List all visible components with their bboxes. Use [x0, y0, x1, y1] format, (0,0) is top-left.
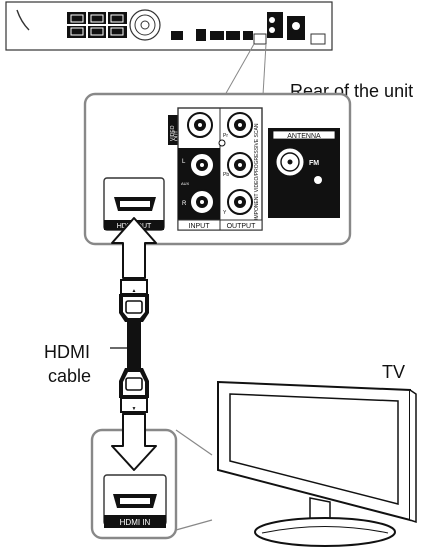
svg-text:▼: ▼: [132, 406, 137, 412]
svg-text:R: R: [182, 201, 187, 207]
insert-arrow: [111, 413, 157, 471]
svg-text:Pr: Pr: [223, 133, 228, 139]
svg-text:HDMI IN: HDMI IN: [120, 518, 151, 527]
aux-l-jack: [189, 152, 215, 178]
tv-illustration: [175, 380, 417, 547]
port-icon: [171, 31, 183, 40]
svg-text:▲: ▲: [132, 288, 137, 294]
port-cluster: [267, 12, 283, 38]
component-pr-jack: [227, 112, 253, 138]
port-icon: [210, 31, 224, 40]
port-icon: [226, 31, 240, 40]
hdmi-in-port: HDMI IN: [103, 474, 167, 528]
svg-text:L: L: [182, 159, 186, 165]
svg-text:AUX: AUX: [181, 181, 190, 186]
hdmi-cable-label-line1: HDMI: [44, 342, 90, 362]
speaker-terminals: [67, 12, 127, 38]
hdmi-cable-label-line2: cable: [48, 366, 91, 386]
svg-text:VIDEO: VIDEO: [170, 125, 176, 141]
port-icon: [196, 29, 206, 41]
svg-text:COMPONENT VIDEO/PROGRESSIVE SC: COMPONENT VIDEO/PROGRESSIVE SCAN: [254, 123, 260, 226]
output-label: OUTPUT: [227, 223, 257, 230]
component-pb-jack: [227, 152, 253, 178]
component-y-jack: [227, 189, 253, 215]
svg-text:FM: FM: [309, 160, 319, 167]
svg-text:OUT: OUT: [174, 130, 180, 141]
tv-label: TV: [382, 362, 405, 382]
zoom-target-box: [253, 33, 267, 45]
power-socket: [310, 33, 326, 45]
video-out-jack: [187, 112, 213, 138]
input-label: INPUT: [189, 223, 211, 230]
aux-r-jack: [189, 189, 215, 215]
cooling-fan: [129, 9, 161, 41]
svg-text:Y: Y: [223, 210, 227, 216]
io-panel: VIDEO OUT L AUX R: [168, 107, 263, 231]
port-icon: [243, 31, 253, 40]
unit-rear-strip: [5, 1, 333, 96]
svg-text:ANTENNA: ANTENNA: [287, 133, 321, 140]
antenna-panel: ANTENNA FM: [268, 128, 340, 218]
svg-text:Pb: Pb: [223, 172, 229, 178]
